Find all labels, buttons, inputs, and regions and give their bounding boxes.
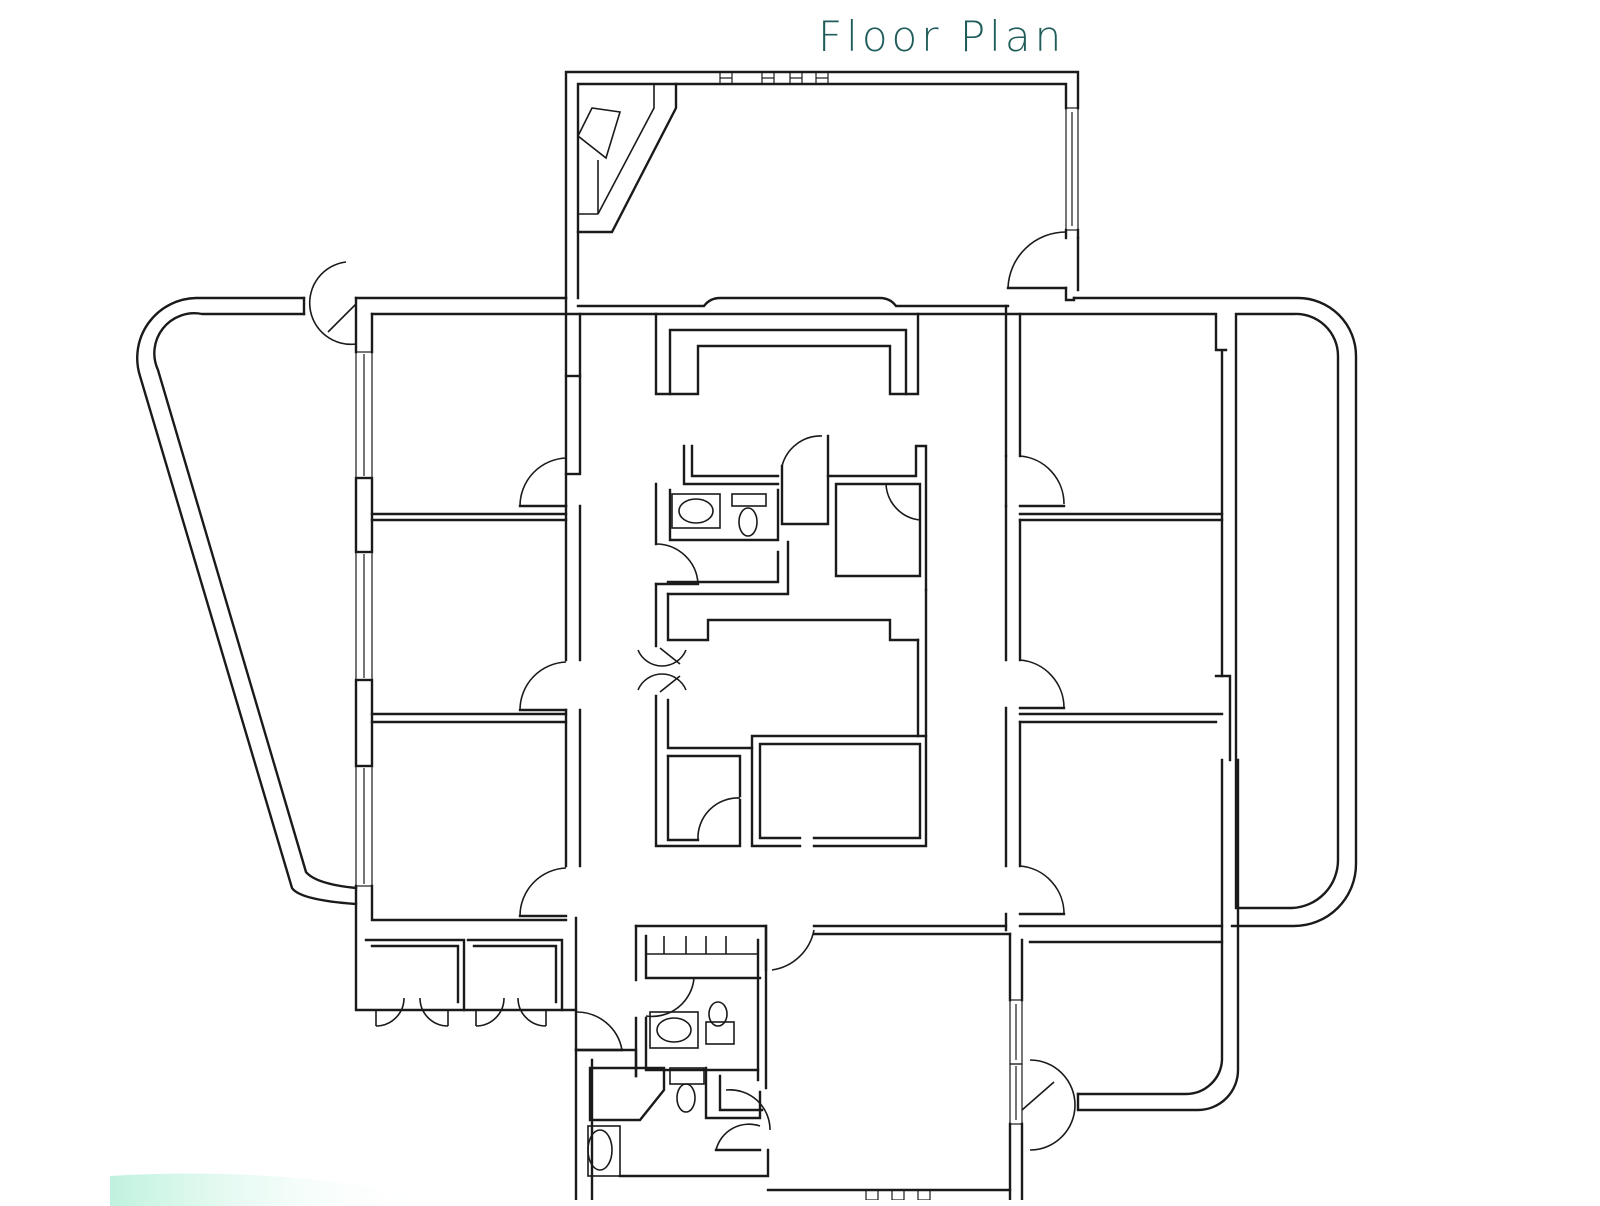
bottom-suite bbox=[574, 924, 1076, 1200]
right-offices bbox=[1004, 304, 1224, 944]
left-closets bbox=[364, 938, 624, 1052]
central-core bbox=[637, 312, 928, 848]
decorative-swoosh bbox=[110, 1173, 430, 1206]
top-room bbox=[564, 70, 1080, 308]
left-offices bbox=[370, 296, 582, 918]
main-shell bbox=[136, 261, 1358, 1112]
page-title: Floor Plan bbox=[818, 12, 1066, 61]
